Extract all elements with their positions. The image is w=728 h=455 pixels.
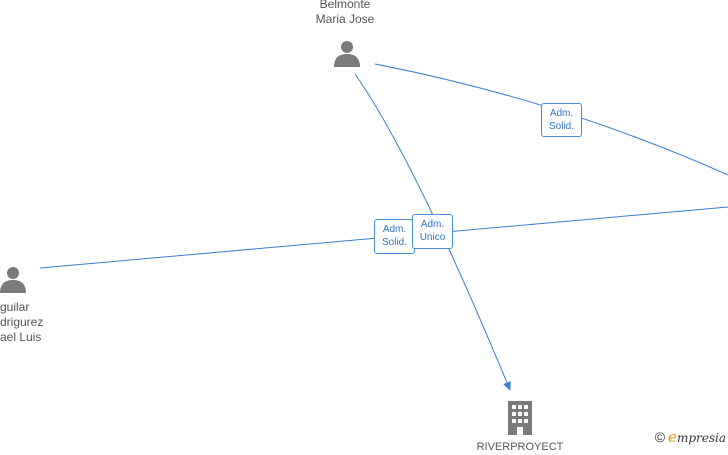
edge-label-adm-solid[interactable]: Adm. Solid. bbox=[374, 219, 415, 254]
copyright-symbol: © bbox=[654, 429, 666, 445]
person-icon[interactable] bbox=[332, 38, 362, 68]
edge-label-line2: Solid. bbox=[381, 237, 407, 248]
building-icon[interactable] bbox=[505, 401, 535, 435]
edge-label-adm-solid[interactable]: Adm. Solid. bbox=[541, 103, 582, 137]
node-label-belmonte: Belmonte Maria Jose bbox=[305, 0, 385, 27]
node-label-company: RIVERPROYECT bbox=[470, 440, 570, 455]
empresia-logo[interactable]: ©empresia bbox=[655, 428, 726, 446]
node-name-line2: Maria Jose bbox=[315, 12, 375, 26]
node-name-line1: guilar bbox=[0, 300, 30, 314]
edge-belmonte-company bbox=[354, 73, 511, 391]
node-label-aguilar: guilar drigurez ael Luis bbox=[0, 300, 43, 345]
company-name: RIVERPROYECT bbox=[476, 441, 564, 453]
edge-label-line1: Adm. bbox=[549, 108, 574, 119]
edge-label-adm-unico[interactable]: Adm. Unico bbox=[412, 214, 453, 249]
node-name-line3: ael Luis bbox=[0, 330, 42, 344]
brand-e: e bbox=[668, 428, 677, 446]
node-name-line2: drigurez bbox=[0, 315, 44, 329]
node-name-line1: Belmonte bbox=[319, 0, 371, 11]
person-icon[interactable] bbox=[0, 264, 28, 294]
edge-label-line2: Unico bbox=[419, 232, 446, 243]
edge-label-line2: Solid. bbox=[548, 121, 574, 132]
edge-label-line1: Adm. bbox=[420, 219, 445, 230]
edge-label-line1: Adm. bbox=[382, 224, 407, 235]
brand-name: mpresia bbox=[676, 431, 726, 445]
